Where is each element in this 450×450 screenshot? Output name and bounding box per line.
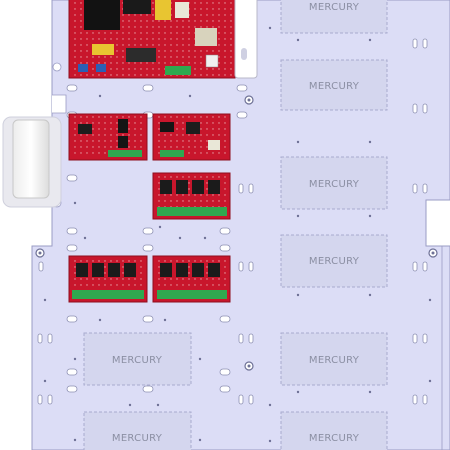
placeholder-slot: MERCURY [83, 411, 192, 450]
placeholder-slot: MERCURY [280, 234, 388, 288]
placeholder-label: MERCURY [309, 355, 360, 366]
relay-board-bottom-left [68, 255, 148, 303]
placeholder-slot: MERCURY [280, 0, 388, 34]
placeholder-label: MERCURY [309, 2, 360, 13]
battery-slot [234, 0, 258, 79]
placeholder-label: MERCURY [309, 179, 360, 190]
placeholder-label: MERCURY [112, 355, 163, 366]
mounting-holes [37, 38, 428, 405]
placeholder-label: MERCURY [309, 256, 360, 267]
placeholder-label: MERCURY [309, 81, 360, 92]
placeholder-slots: MERCURY MERCURY MERCURY MERCURY MERCURY … [83, 0, 388, 450]
rivet-dots [43, 26, 432, 443]
tamper-switch [2, 116, 62, 208]
placeholder-slot: MERCURY [280, 332, 388, 386]
controller-board-left [68, 113, 148, 161]
placeholder-label: MERCURY [309, 433, 360, 444]
relay-board-bottom-right [152, 255, 231, 303]
placeholder-slot: MERCURY [280, 156, 388, 210]
relay-board-top [152, 172, 231, 220]
power-supply-board [68, 0, 236, 79]
placeholder-slot: MERCURY [280, 59, 388, 111]
placeholder-slot: MERCURY [280, 411, 388, 450]
grommet-holes [35, 95, 438, 371]
controller-board-right [152, 113, 231, 161]
placeholder-slot: MERCURY [83, 332, 192, 386]
placeholder-label: MERCURY [112, 433, 163, 444]
